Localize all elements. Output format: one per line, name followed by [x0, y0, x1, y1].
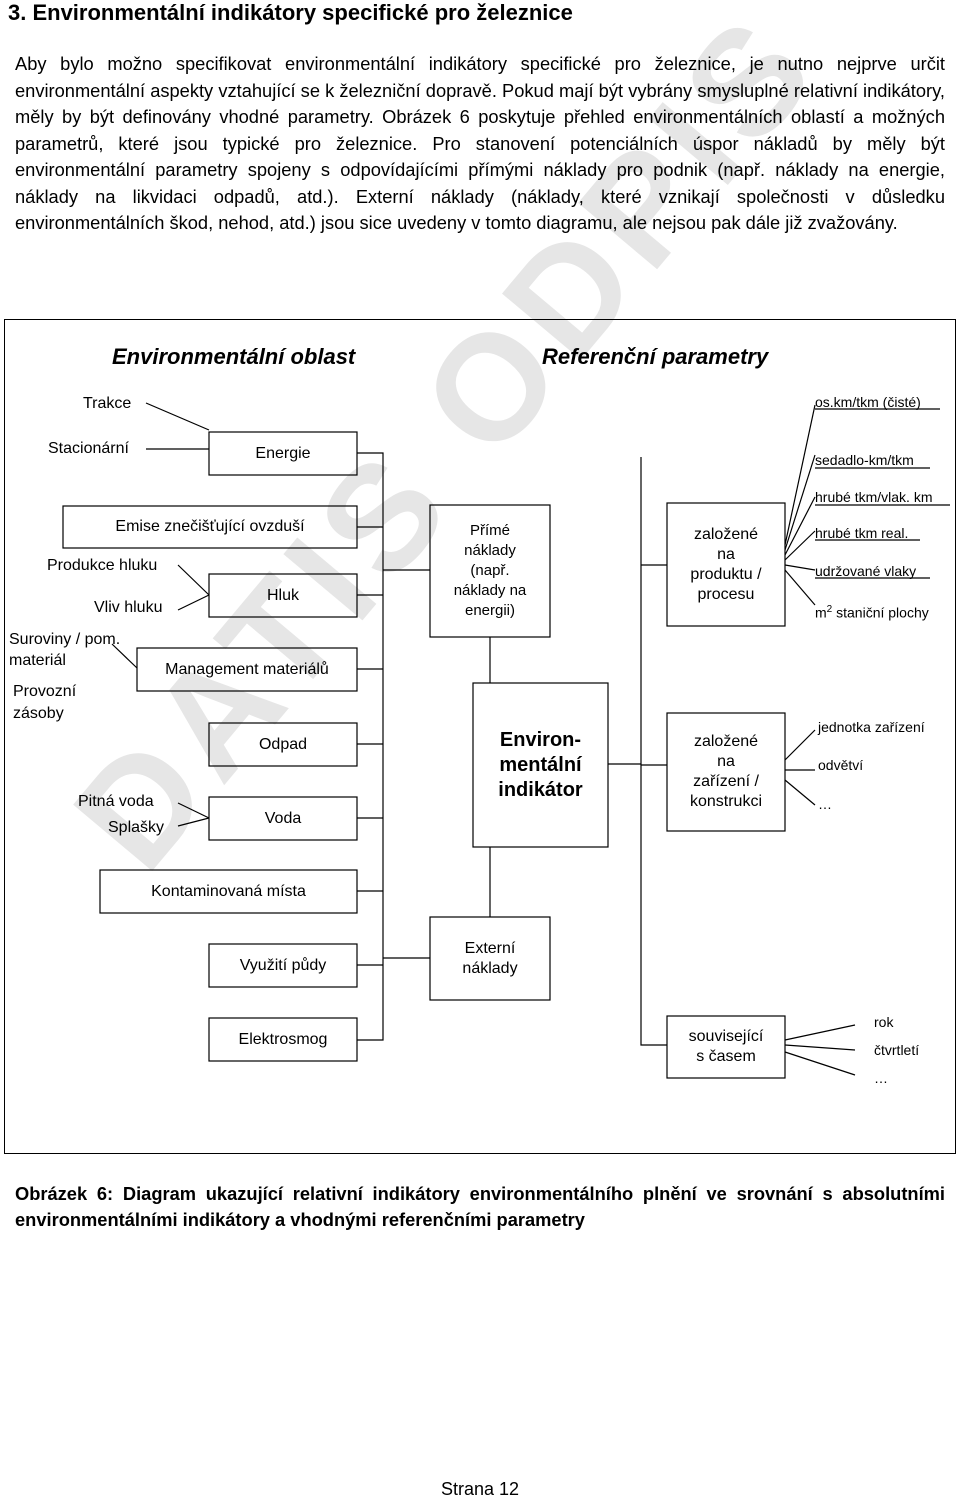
- label-produkce-hluku: Produkce hluku: [47, 557, 158, 574]
- figure-caption: Obrázek 6: Diagram ukazující relativní i…: [15, 1183, 945, 1230]
- box-zarizeni-outline: [666, 712, 786, 832]
- page-number: Strana 12: [440, 1479, 520, 1499]
- header-environment-area: Environmentální oblast: [112, 344, 356, 369]
- box-indikator-outline: [472, 682, 609, 848]
- param-jednotka-zarizeni: jednotka zařízení: [818, 719, 925, 735]
- param-odvetvi: odvětví: [818, 757, 864, 773]
- box-produkt-proces: založené na produktu / procesu: [690, 525, 762, 603]
- box-prime-naklady: Přímé náklady (např. náklady na energii): [453, 522, 527, 619]
- box-hluk: Hluk: [266, 586, 299, 604]
- box-elektrosmog: Elektrosmog: [238, 1030, 328, 1048]
- box-environmentalni-indikator: Environ- mentální indikátor: [498, 728, 583, 801]
- param-hrube-real: hrubé tkm real.: [815, 525, 909, 541]
- intro-paragraph: Aby bylo možno specifikovat environmentá…: [15, 53, 945, 233]
- header-reference-parameters: Referenční parametry: [542, 344, 769, 369]
- box-souvisejici-s-casem: související s časem: [688, 1028, 764, 1065]
- box-emise: Emise znečišťující ovzduší: [115, 518, 305, 535]
- param-oskm: os.km/tkm (čisté): [815, 394, 921, 410]
- label-vliv-hluku: Vliv hluku: [94, 599, 163, 616]
- param-time-ellipsis: …: [874, 1070, 888, 1086]
- param-m: m: [815, 604, 827, 621]
- diagram-frame: [4, 319, 956, 1154]
- box-odpad: Odpad: [258, 735, 308, 753]
- label-splasky: Splašky: [108, 819, 165, 836]
- label-stacionarni: Stacionární: [48, 440, 129, 457]
- box-externi-naklady: Externí náklady: [462, 939, 518, 977]
- param-udrzovane-vlaky: udržované vlaky: [815, 563, 917, 579]
- param-rok: rok: [874, 1014, 894, 1030]
- section-heading: 3. Environmentální indikátory specifické…: [8, 0, 573, 25]
- label-zasoby: zásoby: [13, 705, 64, 722]
- param-hrube-vlak: hrubé tkm/vlak. km: [815, 489, 933, 505]
- param-device-ellipsis: …: [818, 796, 832, 812]
- param-m-exponent: 2: [826, 604, 833, 615]
- box-kontaminovana: Kontaminovaná místa: [151, 882, 306, 900]
- param-stanicni-plochy: m2 staniční plochy: [815, 600, 929, 623]
- label-provozni: Provozní: [13, 683, 77, 700]
- param-sedadlo: sedadlo-km/tkm: [815, 452, 914, 468]
- label-suroviny: Suroviny / pom.: [9, 631, 121, 648]
- label-pitna-voda: Pitná voda: [78, 793, 154, 810]
- label-trakce: Trakce: [83, 395, 132, 412]
- box-management: Management materiálů: [165, 660, 329, 678]
- box-voda: Voda: [264, 809, 302, 827]
- param-stanicni: staniční plochy: [832, 604, 929, 621]
- box-cas-outline: [666, 1015, 786, 1079]
- diagram-connectors: [62, 402, 950, 1079]
- box-energie: Energie: [255, 444, 311, 462]
- box-zarizeni-konstrukce: založené na zařízení / konstrukci: [689, 733, 763, 810]
- label-material: materiál: [9, 652, 66, 669]
- box-vyuziti: Využití půdy: [239, 956, 327, 974]
- param-ctvrtleti: čtvrtletí: [874, 1042, 920, 1058]
